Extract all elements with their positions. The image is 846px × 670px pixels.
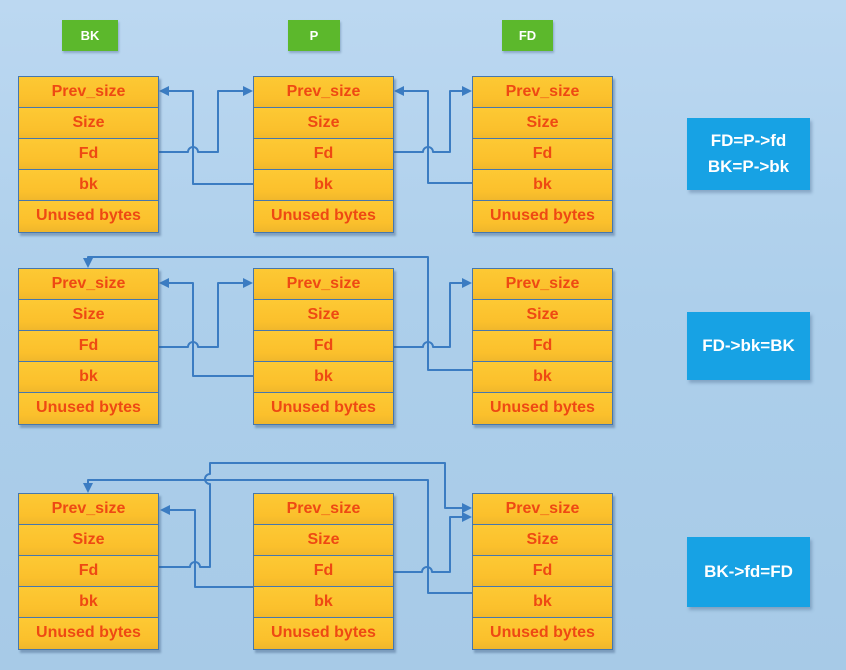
- arrow-step2-bk-fd-to-p: [159, 278, 253, 348]
- field-prev-size: Prev_size: [18, 76, 159, 109]
- caption-line: BK=P->bk: [707, 157, 790, 176]
- field-fd: Fd: [253, 330, 394, 363]
- chunk-table-step2-p: Prev_size Size Fd bk Unused bytes: [253, 268, 394, 425]
- field-fd: Fd: [472, 330, 613, 363]
- field-size: Size: [472, 107, 613, 140]
- field-bk: bk: [18, 586, 159, 619]
- field-fd: Fd: [18, 138, 159, 171]
- field-size: Size: [18, 524, 159, 557]
- chunk-table-step3-p: Prev_size Size Fd bk Unused bytes: [253, 493, 394, 650]
- field-bk: bk: [253, 361, 394, 394]
- field-fd: Fd: [472, 138, 613, 171]
- field-prev-size: Prev_size: [472, 76, 613, 109]
- operation-caption-step1: FD=P->fd BK=P->bk: [687, 118, 810, 190]
- field-unused-bytes: Unused bytes: [472, 200, 613, 233]
- field-prev-size: Prev_size: [472, 268, 613, 301]
- operation-caption-step2: FD->bk=BK: [687, 312, 810, 380]
- field-prev-size: Prev_size: [18, 493, 159, 526]
- field-bk: bk: [472, 169, 613, 202]
- field-size: Size: [472, 299, 613, 332]
- pointer-label-bk: BK: [62, 20, 118, 51]
- caption-line: FD->bk=BK: [702, 335, 795, 355]
- field-unused-bytes: Unused bytes: [472, 617, 613, 650]
- field-bk: bk: [472, 586, 613, 619]
- field-bk: bk: [18, 361, 159, 394]
- field-unused-bytes: Unused bytes: [253, 392, 394, 425]
- operation-caption-step3: BK->fd=FD: [687, 537, 810, 607]
- arrow-step1-fd-bk-to-p: [394, 86, 473, 184]
- field-bk: bk: [253, 169, 394, 202]
- chunk-table-step3-fd: Prev_size Size Fd bk Unused bytes: [472, 493, 613, 650]
- field-prev-size: Prev_size: [472, 493, 613, 526]
- pointer-label-p: P: [288, 20, 340, 51]
- arrow-step1-p-bk-to-bk: [159, 86, 253, 185]
- arrow-step2-p-fd-to-fd: [394, 278, 472, 348]
- pointer-label-fd: FD: [502, 20, 553, 51]
- field-fd: Fd: [18, 555, 159, 588]
- field-size: Size: [472, 524, 613, 557]
- chunk-table-step1-p: Prev_size Size Fd bk Unused bytes: [253, 76, 394, 233]
- field-bk: bk: [18, 169, 159, 202]
- field-bk: bk: [253, 586, 394, 619]
- field-size: Size: [253, 107, 394, 140]
- field-fd: Fd: [253, 555, 394, 588]
- caption-line: FD=P->fd: [710, 130, 787, 150]
- chunk-table-step1-bk: Prev_size Size Fd bk Unused bytes: [18, 76, 159, 233]
- field-prev-size: Prev_size: [253, 493, 394, 526]
- field-unused-bytes: Unused bytes: [472, 392, 613, 425]
- field-size: Size: [18, 107, 159, 140]
- field-size: Size: [18, 299, 159, 332]
- arrow-step1-bk-fd-to-p: [159, 86, 253, 153]
- field-unused-bytes: Unused bytes: [253, 200, 394, 233]
- field-size: Size: [253, 524, 394, 557]
- chunk-table-step2-bk: Prev_size Size Fd bk Unused bytes: [18, 268, 159, 425]
- field-size: Size: [253, 299, 394, 332]
- arrow-step3-p-fd-to-fd: [394, 512, 472, 573]
- field-fd: Fd: [253, 138, 394, 171]
- field-bk: bk: [472, 361, 613, 394]
- field-unused-bytes: Unused bytes: [18, 617, 159, 650]
- field-prev-size: Prev_size: [18, 268, 159, 301]
- field-fd: Fd: [472, 555, 613, 588]
- field-fd: Fd: [18, 330, 159, 363]
- field-unused-bytes: Unused bytes: [18, 392, 159, 425]
- chunk-table-step2-fd: Prev_size Size Fd bk Unused bytes: [472, 268, 613, 425]
- arrow-step2-p-bk-to-bk: [159, 278, 253, 377]
- arrow-step3-p-bk-to-bk: [160, 505, 253, 588]
- caption-line: BK->fd=FD: [704, 561, 793, 581]
- field-unused-bytes: Unused bytes: [253, 617, 394, 650]
- field-prev-size: Prev_size: [253, 268, 394, 301]
- field-unused-bytes: Unused bytes: [18, 200, 159, 233]
- chunk-table-step1-fd: Prev_size Size Fd bk Unused bytes: [472, 76, 613, 233]
- chunk-table-step3-bk: Prev_size Size Fd bk Unused bytes: [18, 493, 159, 650]
- field-prev-size: Prev_size: [253, 76, 394, 109]
- arrow-step1-p-fd-to-fd: [394, 86, 472, 153]
